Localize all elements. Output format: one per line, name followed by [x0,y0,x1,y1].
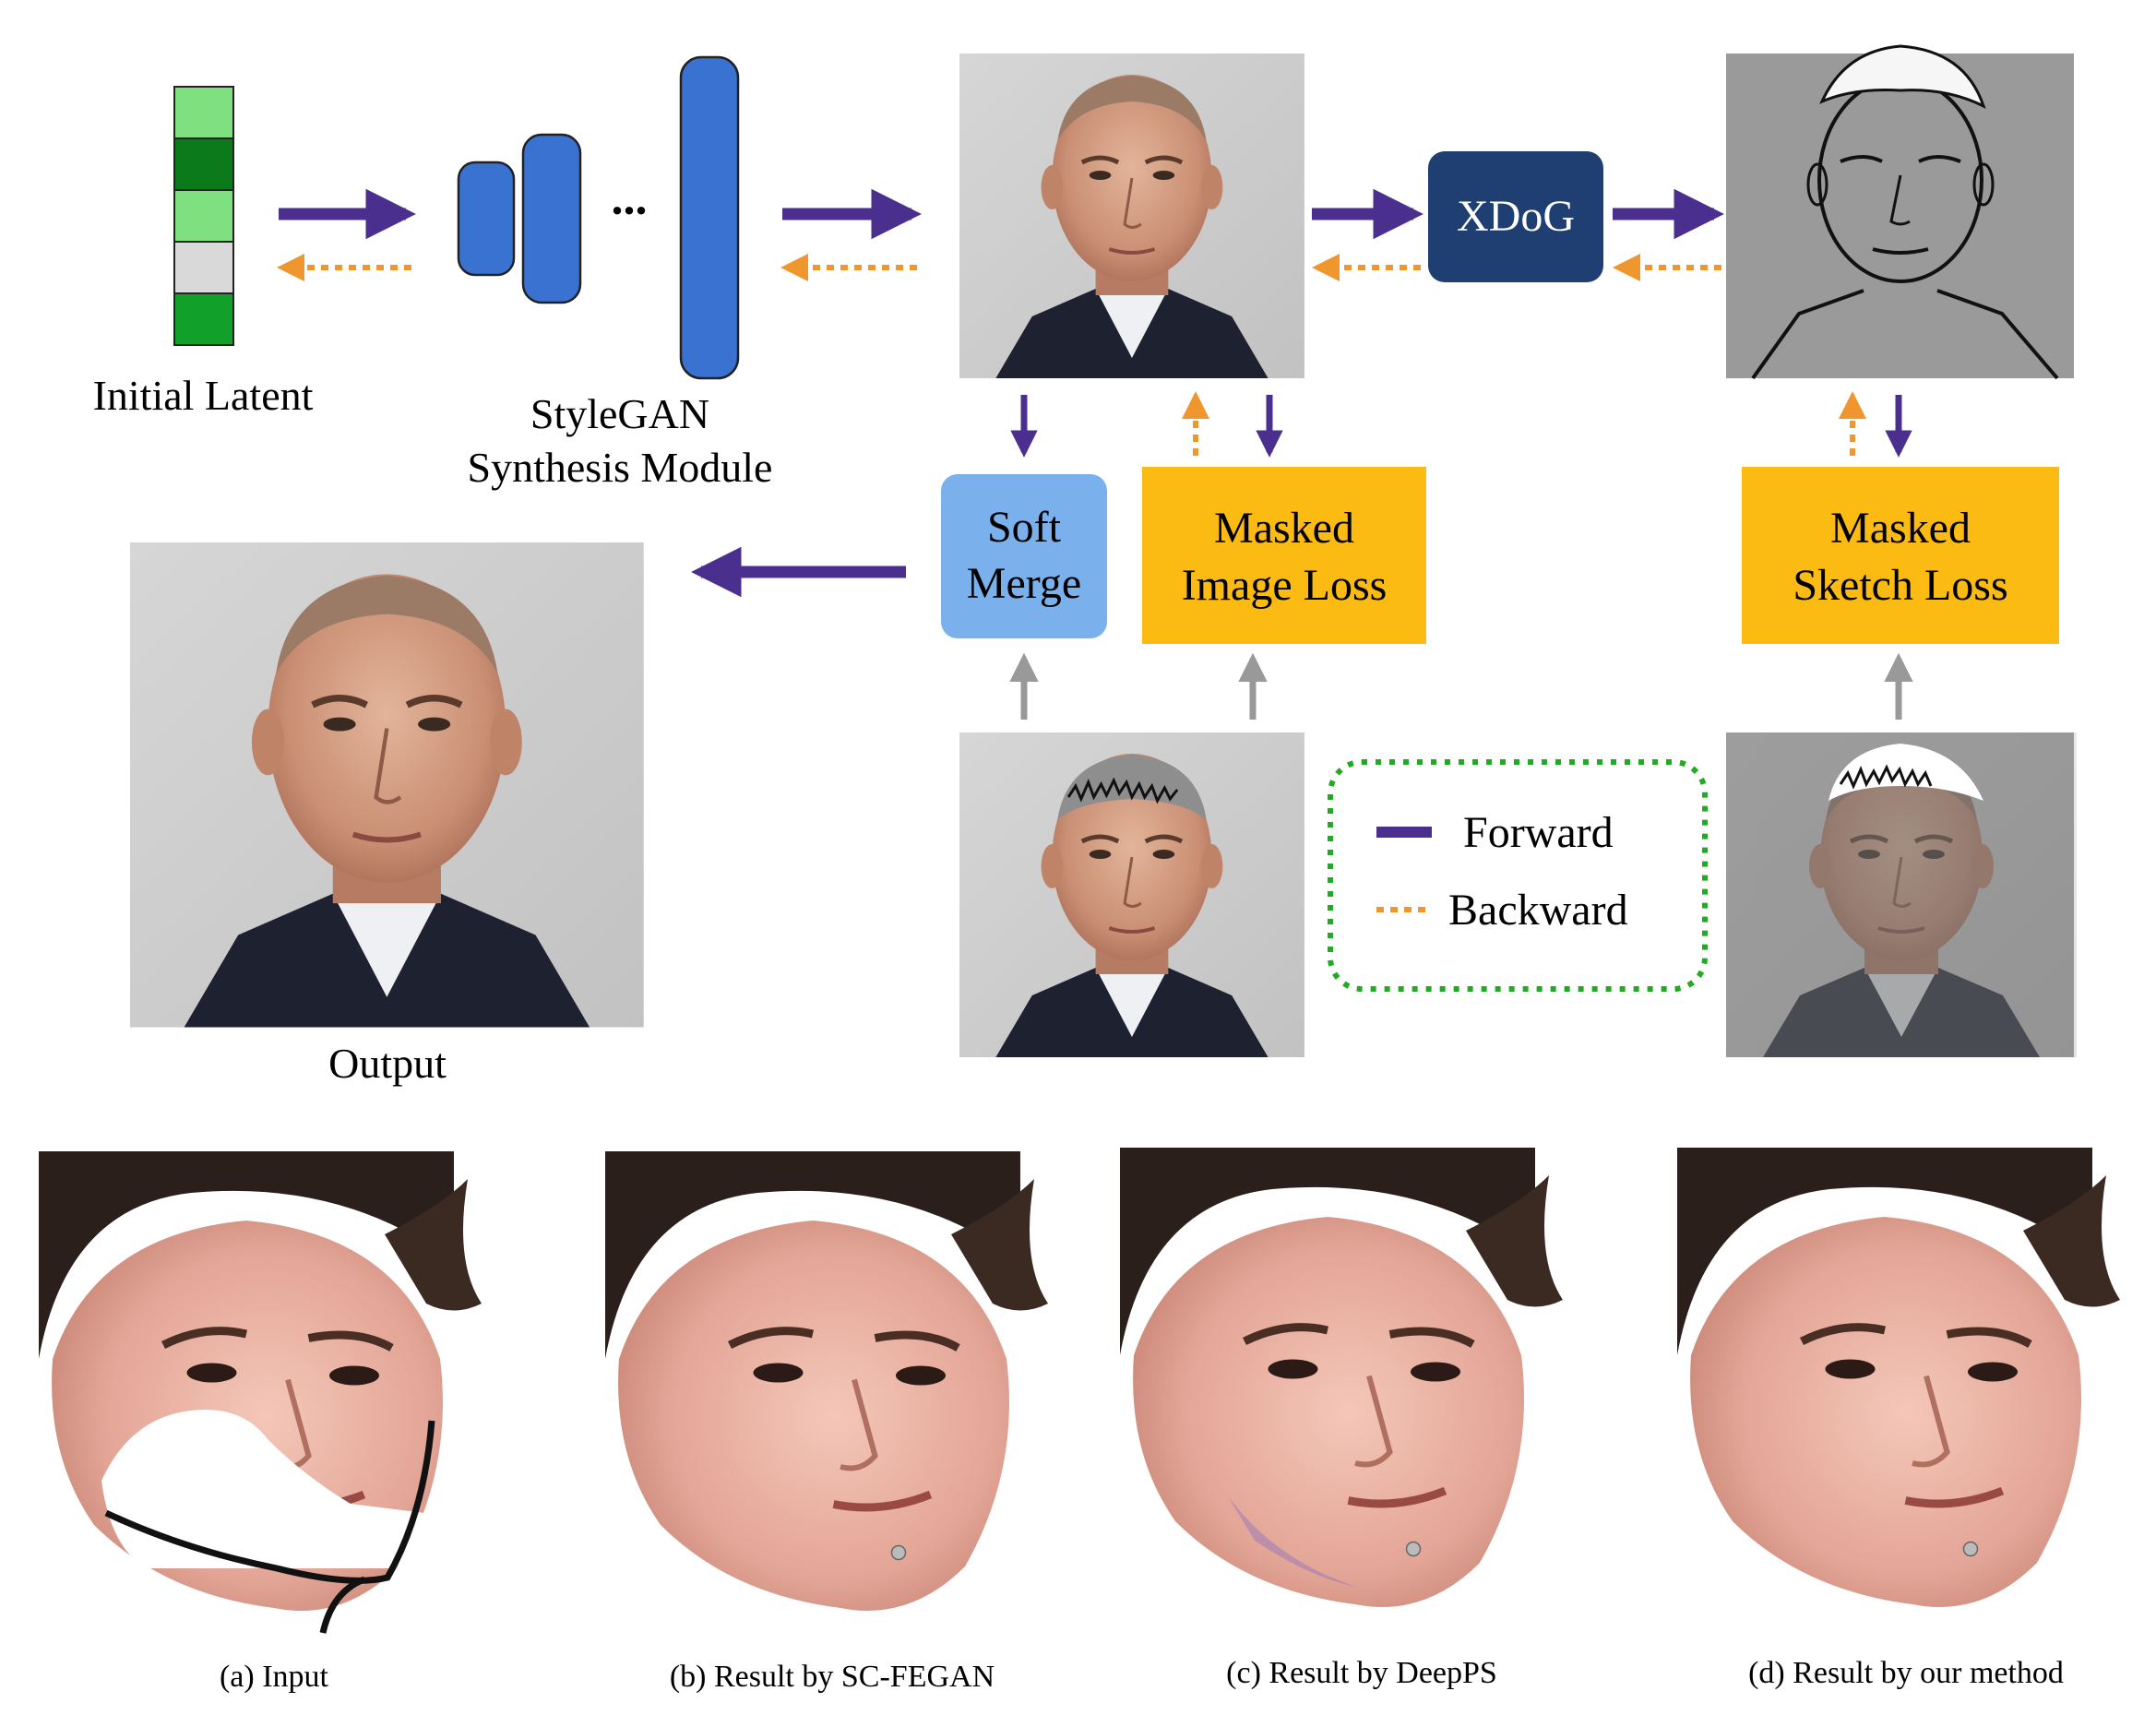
output-face-image [130,542,644,1028]
comparison-deepps-image [1120,1148,1604,1635]
legend-box [1328,759,1708,992]
output-label: Output [328,1040,447,1087]
comparison-input-image [39,1151,523,1638]
masked-image-loss-box [1142,467,1426,644]
generated-sketch-image [1726,44,2074,380]
caption-input: (a) Input [220,1660,329,1694]
legend-forward-label: Forward [1463,808,1614,857]
xdog-box [1428,151,1603,282]
input-masked-image [959,732,1304,1057]
caption-scfegan: (b) Result by SC-FEGAN [670,1660,995,1694]
initial-latent-vector [173,86,234,346]
synthesis-label-line1: StyleGAN [530,390,709,437]
caption-deepps: (c) Result by DeepPS [1226,1656,1497,1690]
soft-merge-label-line1: Soft [987,503,1062,552]
synthesis-label-line2: Synthesis Module [468,444,773,491]
soft-merge-label-line2: Merge [967,559,1081,608]
comparison-scfegan-image [605,1151,1090,1638]
masked-image-loss-label-line2: Image Loss [1182,561,1388,610]
synthesis-ellipsis: ... [612,173,648,225]
comparison-ours-image [1677,1148,2156,1635]
masked-sketch-loss-box [1742,467,2059,644]
masked-sketch-loss-label-line1: Masked [1830,504,1971,553]
input-sketch-image [1726,732,2077,1057]
masked-sketch-loss-label-line2: Sketch Loss [1793,561,2007,610]
stylegan-synthesis-module [457,55,740,380]
generated-face-image [959,54,1304,378]
xdog-label: XDoG [1457,192,1575,241]
masked-image-loss-label-line1: Masked [1214,504,1354,553]
soft-merge-box [941,474,1107,638]
caption-ours: (d) Result by our method [1748,1656,2064,1690]
initial-latent-label: Initial Latent [93,372,314,419]
legend-backward-label: Backward [1448,886,1628,935]
